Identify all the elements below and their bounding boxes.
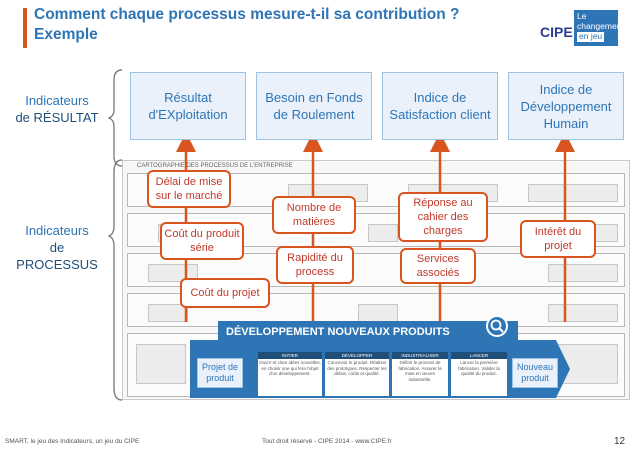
braces <box>108 69 123 401</box>
dnp-title: DÉVELOPPEMENT NOUVEAUX PRODUITS <box>218 321 518 343</box>
stage-text: Ouvrir et clore idées nouvelles, en choi… <box>258 359 322 396</box>
stage-text: Définir le process de fabrication. Assur… <box>392 359 448 396</box>
process-indicator-speed: Rapidité du process <box>276 246 354 284</box>
result-indicator-bfr: Besoin en Fonds de Roulement <box>256 72 372 140</box>
dnp-stage-developper: DÉVELOPPER Concevoir le produit. Réalise… <box>325 352 389 396</box>
page-number: 12 <box>614 436 626 447</box>
process-map-header: CARTOGRAPHIE DES PROCESSUS DE L'ENTREPRI… <box>137 163 293 169</box>
process-brace <box>108 159 123 401</box>
process-indicator-materials: Nombre de matières <box>272 196 356 234</box>
process-indicator-unit-cost: Coût du produit série <box>160 222 244 260</box>
process-label-line-2: de PROCESSUS <box>16 240 98 272</box>
stage-name: INDUSTRIALISER <box>392 352 448 359</box>
stage-name: LANCER <box>451 352 507 359</box>
process-indicators-label: Indicateurs de PROCESSUS <box>8 222 106 273</box>
title-accent-bar <box>23 8 27 48</box>
process-label-line-1: Indicateurs <box>25 223 89 238</box>
title-line-1: Comment chaque processus mesure-t-il sa … <box>34 6 460 23</box>
logo-line-1: Le <box>577 11 587 21</box>
result-indicators-label: Indicateurs de RÉSULTAT <box>8 92 106 126</box>
result-indicator-idh: Indice de Développement Humain <box>508 72 624 140</box>
footer-copyright: Tout droit réservé - CIPE 2014 - www.CIP… <box>262 438 392 445</box>
logo-brand: CIPE <box>540 24 573 40</box>
dnp-output: Nouveau produit <box>512 358 558 388</box>
dnp-input: Projet de produit <box>197 358 243 388</box>
logo-tagline: Le changement en jeu <box>574 10 624 46</box>
footer-left: SMART, le jeu des Indicateurs, un jeu du… <box>5 438 140 445</box>
dnp-stage-industrialiser: INDUSTRIALISER Définir le process de fab… <box>392 352 448 396</box>
process-indicator-project-interest: Intérêt du projet <box>520 220 596 258</box>
stage-text: Concevoir le produit. Réaliser des proto… <box>325 359 389 396</box>
magnifier-icon <box>486 315 508 337</box>
result-label-line-2: de RÉSULTAT <box>15 110 99 125</box>
result-label-line-1: Indicateurs <box>25 93 89 108</box>
result-indicator-satisfaction: Indice de Satisfaction client <box>382 72 498 140</box>
dnp-stage-initier: INITIER Ouvrir et clore idées nouvelles,… <box>258 352 322 396</box>
result-indicator-rex: Résultat d'EXploitation <box>130 72 246 140</box>
process-indicator-services: Services associés <box>400 248 476 284</box>
stage-name: INITIER <box>258 352 322 359</box>
cipe-logo: CIPE Le changement en jeu <box>540 10 624 48</box>
dnp-arrow-head <box>556 340 570 398</box>
title-line-2: Exemple <box>34 26 98 43</box>
result-brace <box>108 69 123 167</box>
process-indicator-specs: Réponse au cahier des charges <box>398 192 488 242</box>
process-indicator-time-to-market: Délai de mise sur le marché <box>147 170 231 208</box>
logo-line-3: en jeu <box>577 31 605 42</box>
slide-title: Comment chaque processus mesure-t-il sa … <box>34 5 459 45</box>
stage-text: Lancer la première fabrication. Valider … <box>451 359 507 396</box>
process-indicator-project-cost: Coût du projet <box>180 278 270 308</box>
logo-line-2: changement <box>577 20 624 31</box>
stage-name: DÉVELOPPER <box>325 352 389 359</box>
dnp-stage-lancer: LANCER Lancer la première fabrication. V… <box>451 352 507 396</box>
